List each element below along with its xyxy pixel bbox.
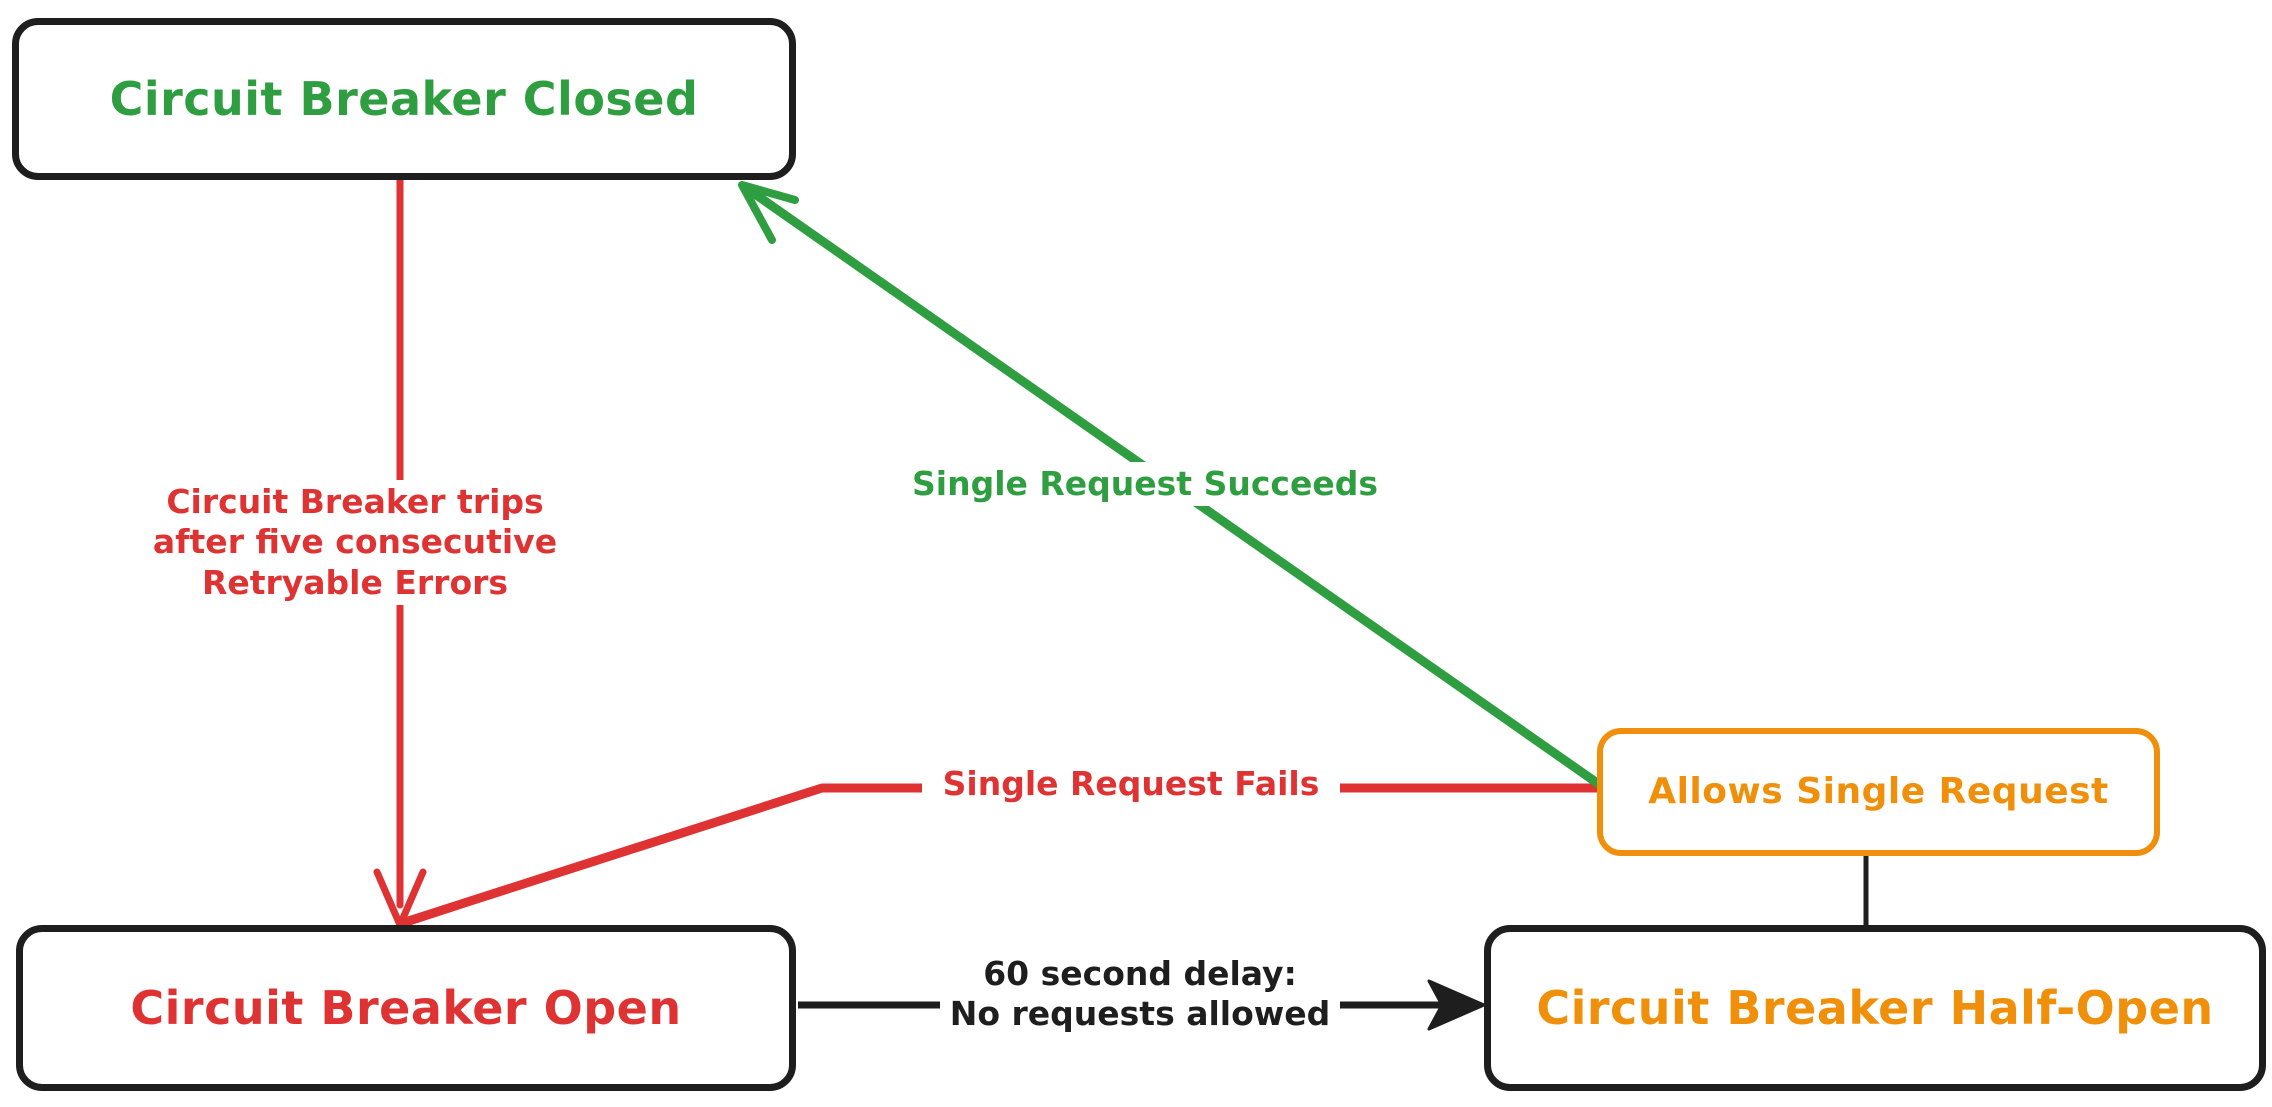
- edge-label-circuit-breaker-trips: Circuit Breaker trips after five consecu…: [140, 480, 570, 605]
- node-label-circuit-breaker-open: Circuit Breaker Open: [130, 980, 682, 1035]
- node-circuit-breaker-half-open[interactable]: Circuit Breaker Half-Open: [1484, 925, 2266, 1091]
- node-circuit-breaker-closed[interactable]: Circuit Breaker Closed: [12, 18, 796, 180]
- node-label-circuit-breaker-half-open: Circuit Breaker Half-Open: [1536, 980, 2214, 1035]
- node-allows-single-request[interactable]: Allows Single Request: [1597, 728, 2160, 856]
- node-circuit-breaker-open[interactable]: Circuit Breaker Open: [16, 925, 796, 1091]
- node-label-allows-single-request: Allows Single Request: [1648, 771, 2109, 813]
- edge-label-single-request-succeeds: Single Request Succeeds: [895, 462, 1395, 507]
- node-label-circuit-breaker-closed: Circuit Breaker Closed: [109, 71, 699, 126]
- edge-label-single-request-fails: Single Request Fails: [922, 762, 1340, 807]
- edge-label-60-second-delay: 60 second delay: No requests allowed: [940, 952, 1340, 1037]
